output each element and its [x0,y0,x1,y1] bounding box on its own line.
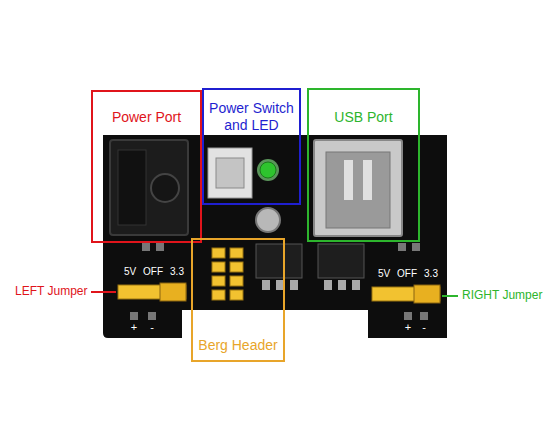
right-jumper [372,285,440,303]
voltage-regulator [256,244,302,278]
usb-opening [326,152,390,228]
callout-label: LEFT Jumper [15,285,87,298]
power-switch-box: Power Switch and LED [202,88,301,205]
node-label: Power Port [109,109,184,126]
regulator-lead [338,280,346,290]
silkscreen-text: - [150,321,154,333]
led [260,162,276,178]
berg-header-pins [212,248,243,300]
silkscreen-text: + [131,321,137,333]
regulator-lead [262,280,270,290]
usb-port-box: USB Port [307,88,420,242]
regulator-lead [352,280,360,290]
switch-button [216,158,244,188]
regulator-lead [324,280,332,290]
dc-jack [110,140,188,235]
node-label: Power Switch and LED [204,100,299,134]
berg-header-box: Berg Header [191,238,285,362]
silkscreen-text: 5V [378,268,390,279]
power-switch [208,148,252,198]
usb-port [314,140,402,236]
silkscreen-text: 5V [124,266,136,277]
silkscreen-text: 3.3 [424,268,438,279]
leader-line [442,295,458,297]
left-jumper [118,283,186,301]
silkscreen-text: 3.3 [170,266,184,277]
silkscreen-text: + [405,321,411,333]
silkscreen-text: OFF [397,268,417,279]
capacitor [256,208,280,232]
leader-line [91,291,116,293]
circuit-board [103,135,447,338]
silkscreen-text: OFF [143,266,163,277]
voltage-regulator [318,244,364,278]
regulator-lead [290,280,298,290]
led-glow [257,159,279,181]
solder-pads [130,243,428,320]
usb-contact [344,160,353,200]
node-label: Berg Header [195,337,280,354]
dc-jack-socket [151,174,179,202]
power-port-box: Power Port [91,90,202,243]
dc-jack-slot [118,150,146,225]
regulator-lead [276,280,284,290]
node-label: USB Port [331,109,395,126]
usb-contact [363,160,372,200]
silkscreen-text: - [422,321,426,333]
callout-label: RIGHT Jumper [462,289,542,302]
